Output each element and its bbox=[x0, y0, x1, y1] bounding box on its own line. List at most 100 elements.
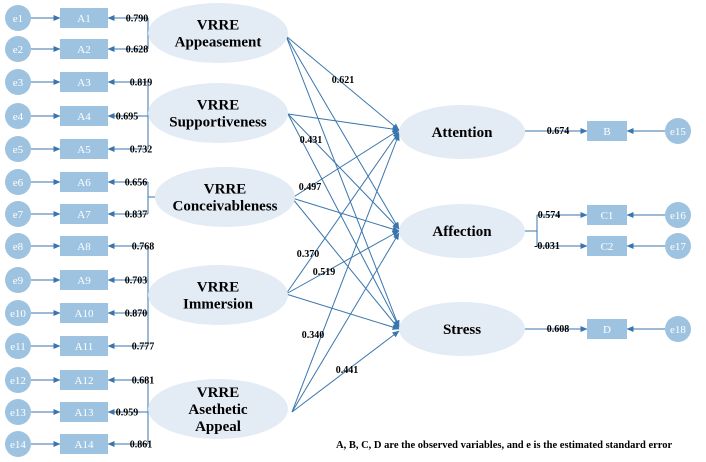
error-node bbox=[5, 103, 31, 129]
structural-path bbox=[287, 113, 400, 328]
error-node bbox=[665, 316, 691, 342]
structural-path bbox=[291, 197, 400, 232]
observed-variable-label: C1 bbox=[601, 210, 614, 222]
loading-label: 0.768 bbox=[132, 242, 155, 253]
observed-variable-box bbox=[60, 434, 108, 454]
structural-path bbox=[291, 129, 400, 199]
loading-label: 0.656 bbox=[125, 178, 148, 189]
error-node bbox=[5, 169, 31, 195]
loading-label: 0.681 bbox=[132, 376, 155, 387]
observed-variable-label: A1 bbox=[77, 13, 90, 25]
observed-variable-label: A6 bbox=[77, 177, 91, 189]
structural-path bbox=[287, 113, 400, 230]
error-node bbox=[5, 333, 31, 359]
observed-variable-box bbox=[587, 121, 627, 141]
error-node bbox=[5, 300, 31, 326]
outcome-loading-label: -0.031 bbox=[534, 241, 560, 252]
observed-variable-box bbox=[60, 39, 108, 59]
latent-variable-label: Immersion bbox=[183, 297, 254, 313]
loading-label: 0.959 bbox=[116, 408, 139, 419]
loading-label: 0.861 bbox=[130, 440, 153, 451]
error-label: e3 bbox=[13, 77, 24, 89]
latent-variable-node bbox=[148, 83, 288, 143]
path-coefficient-label: 0.370 bbox=[297, 249, 320, 260]
outcome-loading-label: 0.574 bbox=[538, 210, 561, 221]
structural-path bbox=[287, 113, 400, 133]
outcome-variable-node bbox=[399, 105, 525, 159]
error-label: e10 bbox=[10, 308, 26, 320]
error-label: e2 bbox=[13, 44, 23, 56]
error-label: e14 bbox=[10, 439, 26, 451]
error-node bbox=[5, 267, 31, 293]
outcome-loading-label: 0.674 bbox=[547, 126, 570, 137]
error-label: e18 bbox=[670, 324, 686, 336]
edges-layer bbox=[31, 15, 665, 447]
error-label: e7 bbox=[13, 209, 24, 221]
loading-label: 0.790 bbox=[126, 14, 149, 25]
observed-variable-box bbox=[60, 236, 108, 256]
loading-label: 0.870 bbox=[125, 309, 148, 320]
error-node bbox=[5, 201, 31, 227]
error-label: e13 bbox=[10, 407, 26, 419]
observed-variable-box bbox=[60, 303, 108, 323]
error-node bbox=[665, 233, 691, 259]
error-label: e15 bbox=[670, 126, 686, 138]
latent-variable-label: Appeasement bbox=[175, 35, 262, 51]
error-label: e16 bbox=[670, 210, 686, 222]
loading-label: 0.837 bbox=[125, 210, 148, 221]
path-coefficient-label: 0.340 bbox=[302, 330, 325, 341]
observed-variable-label: A10 bbox=[75, 308, 94, 320]
structural-path bbox=[291, 197, 400, 330]
latent-variable-label: VRRE bbox=[197, 98, 240, 114]
latent-variable-label: VRRE bbox=[204, 182, 247, 198]
observed-variable-label: A5 bbox=[77, 144, 91, 156]
loading-label: 0.777 bbox=[132, 342, 155, 353]
latent-variable-label: VRRE bbox=[197, 280, 240, 296]
latent-variable-label: Asethetic bbox=[188, 402, 247, 418]
structural-path bbox=[285, 35, 400, 131]
structural-path bbox=[285, 35, 400, 328]
observed-variable-label: A9 bbox=[77, 275, 91, 287]
observed-variable-box bbox=[587, 319, 627, 339]
error-node bbox=[5, 69, 31, 95]
observed-variable-label: A4 bbox=[77, 111, 91, 123]
outcome-variable-label: Stress bbox=[443, 322, 481, 338]
latent-variable-label: Conceivableness bbox=[173, 199, 278, 215]
error-label: e8 bbox=[13, 241, 24, 253]
observed-variable-box bbox=[587, 205, 627, 225]
error-label: e1 bbox=[13, 13, 23, 25]
error-label: e17 bbox=[670, 241, 686, 253]
structural-path bbox=[291, 232, 400, 413]
structural-path bbox=[285, 230, 400, 295]
observed-variable-label: A14 bbox=[75, 439, 94, 451]
labels-layer: 0.7900.6280.8190.6950.7320.6560.8370.768… bbox=[116, 14, 570, 451]
error-node bbox=[665, 202, 691, 228]
observed-variable-label: A11 bbox=[75, 341, 94, 353]
error-label: e5 bbox=[13, 144, 24, 156]
observed-variable-label: C2 bbox=[601, 241, 614, 253]
observed-variable-box bbox=[60, 204, 108, 224]
outcome-variable-node bbox=[399, 302, 525, 356]
observed-variable-box bbox=[60, 139, 108, 159]
error-label: e9 bbox=[13, 275, 24, 287]
path-coefficient-label: 0.519 bbox=[313, 267, 336, 278]
error-label: e11 bbox=[10, 341, 25, 353]
error-node bbox=[5, 233, 31, 259]
error-node bbox=[5, 399, 31, 425]
loading-label: 0.703 bbox=[125, 276, 148, 287]
structural-path bbox=[285, 293, 400, 330]
path-coefficient-label: 0.621 bbox=[332, 75, 355, 86]
observed-variable-box bbox=[587, 236, 627, 256]
loading-label: 0.628 bbox=[126, 45, 149, 56]
observed-variable-label: A13 bbox=[75, 407, 94, 419]
error-label: e4 bbox=[13, 111, 24, 123]
error-label: e12 bbox=[10, 375, 26, 387]
loading-label: 0.732 bbox=[130, 145, 153, 156]
latent-variable-node bbox=[148, 379, 288, 439]
observed-variable-box bbox=[60, 270, 108, 290]
error-node bbox=[5, 5, 31, 31]
observed-variable-box bbox=[60, 72, 108, 92]
latent-variable-node bbox=[148, 265, 288, 325]
